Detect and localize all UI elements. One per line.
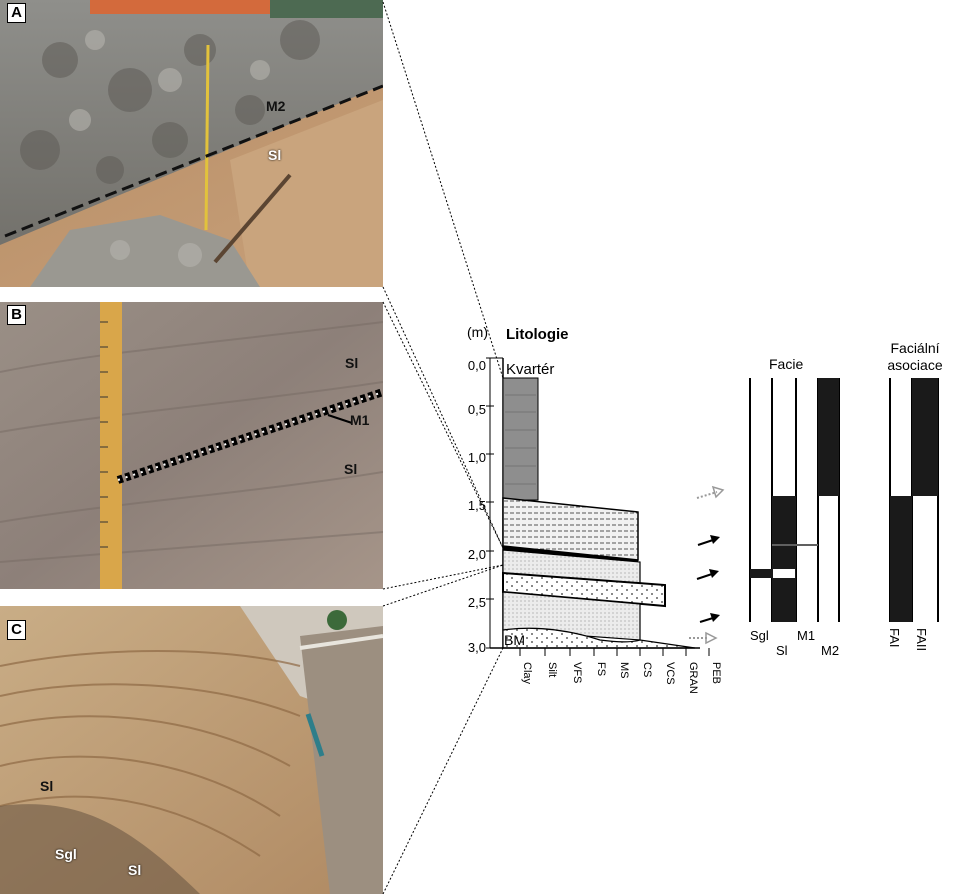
grain-peb: PEB	[710, 662, 722, 684]
photo-b-label-sl-bottom: Sl	[344, 461, 358, 477]
photo-b-label-sl-top: Sl	[345, 355, 359, 371]
paleocurrent-arrows	[689, 485, 725, 645]
quaternary-mud-unit	[502, 377, 539, 501]
facies-diagram: Facie Sgl Sl M1 M2	[749, 356, 840, 658]
photo-b: B Sl M1 Sl	[0, 302, 383, 589]
photo-c-label-sl-bottom: Sl	[128, 862, 142, 878]
grain-silt: Silt	[546, 662, 558, 677]
photo-b-label-m1: M1	[350, 412, 370, 428]
lithology-column: Kvartér BM	[490, 357, 700, 649]
facies-label-m1: M1	[797, 628, 815, 643]
depth-label-3: 1,5	[468, 498, 486, 513]
paleocurrent-arrow-2	[697, 535, 720, 546]
depth-label-0: 0,0	[468, 358, 486, 373]
photo-a: A M2 Sl	[0, 0, 383, 287]
panel-letter-a: A	[7, 3, 26, 23]
paleocurrent-arrow-5	[689, 631, 718, 645]
photo-c: C Sl Sgl Sl	[0, 606, 383, 894]
facies-associations-diagram: Faciální asociace FAI FAII	[887, 340, 943, 651]
facies-label-m2: M2	[821, 643, 839, 658]
kvarter-label: Kvartér	[506, 361, 554, 378]
grain-cs: CS	[641, 662, 653, 677]
grain-vcs: VCS	[664, 662, 676, 685]
depth-label-6: 3,0	[468, 640, 486, 655]
grain-clay: Clay	[521, 662, 533, 685]
photo-a-label-sl: Sl	[268, 147, 282, 163]
grain-vfs: VFS	[571, 662, 583, 683]
photo-c-label-sl-left: Sl	[40, 778, 54, 794]
depth-ticks	[486, 357, 494, 649]
facies-title: Facie	[769, 356, 803, 372]
paleocurrent-arrow-4	[699, 613, 720, 623]
photo-c-label-sgl: Sgl	[55, 846, 77, 862]
facies-sl-interruption	[773, 569, 795, 578]
lithology-title: Litologie	[506, 326, 569, 343]
paleocurrent-arrow-3	[696, 569, 719, 580]
association-label-faii: FAII	[914, 628, 929, 651]
depth-label-5: 2,5	[468, 595, 486, 610]
paleocurrent-arrow-1	[696, 485, 725, 499]
depth-unit: (m)	[467, 324, 488, 340]
depth-tick-labels: 0,0 0,5 1,0 1,5 2,0 2,5 3,0	[468, 358, 486, 655]
depth-label-1: 0,5	[468, 402, 486, 417]
association-label-fai: FAI	[887, 628, 902, 648]
depth-label-2: 1,0	[468, 450, 486, 465]
grain-size-axis: Clay Silt VFS FS MS CS VCS GRAN PEB	[519, 648, 722, 694]
photo-a-image	[0, 0, 383, 287]
panel-letter-c: C	[7, 620, 26, 640]
gravelly-sand-lens	[502, 571, 666, 608]
photo-a-label-m2: M2	[266, 98, 286, 114]
bm-label: BM	[504, 632, 525, 648]
photo-b-image	[0, 302, 383, 589]
facies-sl-bar	[772, 496, 796, 622]
facies-m2-bar	[818, 378, 839, 496]
photo-connector-lines	[382, 1, 504, 894]
grain-fs: FS	[595, 662, 607, 676]
facies-sgl-bar	[750, 569, 772, 578]
facies-label-sgl: Sgl	[750, 628, 769, 643]
associations-title-line1: Faciální	[890, 340, 939, 356]
panel-letter-b: B	[7, 305, 26, 325]
grain-gran: GRAN	[687, 662, 699, 694]
photo-c-image	[0, 606, 383, 894]
associations-title-line2: asociace	[887, 357, 942, 373]
association-fai-bar	[890, 496, 912, 622]
basement-unit	[502, 627, 696, 649]
association-faii-bar	[912, 378, 938, 496]
depth-label-4: 2,0	[468, 547, 486, 562]
facies-label-sl: Sl	[776, 643, 788, 658]
grain-ms: MS	[618, 662, 630, 679]
